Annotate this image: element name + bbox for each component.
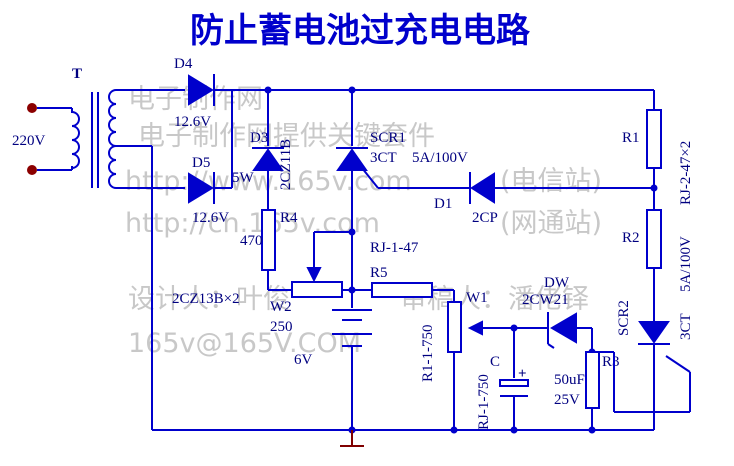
watermark-9: 165v@165V.COM xyxy=(128,328,361,359)
label-scr2-part: 3CT xyxy=(678,313,694,340)
label-d5-power: 5W xyxy=(232,170,255,186)
label-transformer: T xyxy=(72,66,82,82)
resistor-r4 xyxy=(261,209,276,271)
label-c-value: 50uF xyxy=(554,372,585,388)
watermark-6: (网通站) xyxy=(500,208,602,239)
diode-d1 xyxy=(469,172,654,204)
potentiometer-w1 xyxy=(447,301,548,430)
label-scr2-rating: 5A/100V xyxy=(678,236,694,292)
diode-d3 xyxy=(252,90,284,210)
secondary-coil-bottom xyxy=(108,145,117,189)
label-c: C xyxy=(490,354,500,370)
label-d3: D3 xyxy=(250,130,268,146)
label-c-plus: + xyxy=(518,366,527,382)
label-diodes-part: 2CZ13B×2 xyxy=(172,291,240,307)
diagram-title: 防止蓄电池过充电电路 xyxy=(190,11,531,51)
secondary-coil-top xyxy=(108,89,117,147)
label-scr1: SCR1 xyxy=(370,130,406,146)
label-r3-part: RJ-1-750 xyxy=(476,374,492,430)
ac-terminal-bottom xyxy=(27,165,37,175)
resistor-r1 xyxy=(646,109,662,169)
ground-symbol xyxy=(340,430,364,447)
watermark-5: http://cn.165v.com xyxy=(125,208,380,239)
label-w1: W1 xyxy=(466,290,488,306)
label-w2-value: 250 xyxy=(270,319,293,335)
label-w1-part: R1-1-750 xyxy=(420,325,436,383)
thyristor-scr1 xyxy=(336,90,379,290)
primary-coil xyxy=(71,108,80,170)
label-w2: W2 xyxy=(270,299,292,315)
label-dw: DW xyxy=(544,275,570,291)
battery xyxy=(332,290,372,430)
zener-dw xyxy=(547,312,593,352)
label-c-voltage: 25V xyxy=(554,392,580,408)
label-r3: R3 xyxy=(602,354,620,370)
watermark-layer: 电子制作网 电子制作网提供关键套件 http://www.165v.com (电… xyxy=(125,84,602,359)
resistor-r2 xyxy=(646,209,662,269)
watermark-7: 设计人：叶俊 xyxy=(128,284,290,315)
label-r5: R5 xyxy=(370,265,388,281)
label-r4: R4 xyxy=(280,210,298,226)
watermark-4: (电信站) xyxy=(500,166,602,197)
ac-terminal-top xyxy=(27,103,37,113)
resistor-r3 xyxy=(585,351,600,409)
label-ac-input: 220V xyxy=(12,133,46,149)
label-r12-part: RJ-2-47×2 xyxy=(678,141,694,205)
label-battery: 6V xyxy=(294,352,313,368)
label-d5: D5 xyxy=(192,155,210,171)
label-d4: D4 xyxy=(174,56,193,72)
label-r1: R1 xyxy=(622,130,640,146)
potentiometer-w2 xyxy=(291,231,352,298)
label-d4-voltage: 12.6V xyxy=(174,114,211,130)
watermark-2: 电子制作网提供关键套件 xyxy=(138,121,435,152)
label-d5-voltage: 12.6V xyxy=(192,210,229,226)
label-scr1-part: 3CT xyxy=(370,150,397,166)
label-scr1-rating: 5A/100V xyxy=(412,150,468,166)
capacitor-c xyxy=(499,328,529,430)
label-d1-part: 2CP xyxy=(472,210,498,226)
label-rj147: RJ-1-47 xyxy=(370,240,419,256)
transformer xyxy=(27,89,153,430)
label-d3-part: 2CZ11B xyxy=(278,139,294,190)
thyristor-scr2 xyxy=(638,321,670,430)
label-scr2: SCR2 xyxy=(616,300,632,336)
label-r4-value: 470 xyxy=(240,233,263,249)
label-dw-part: 2CW21 xyxy=(522,292,569,308)
label-d1: D1 xyxy=(434,196,452,212)
resistor-r5 xyxy=(371,282,433,298)
label-r2: R2 xyxy=(622,230,640,246)
